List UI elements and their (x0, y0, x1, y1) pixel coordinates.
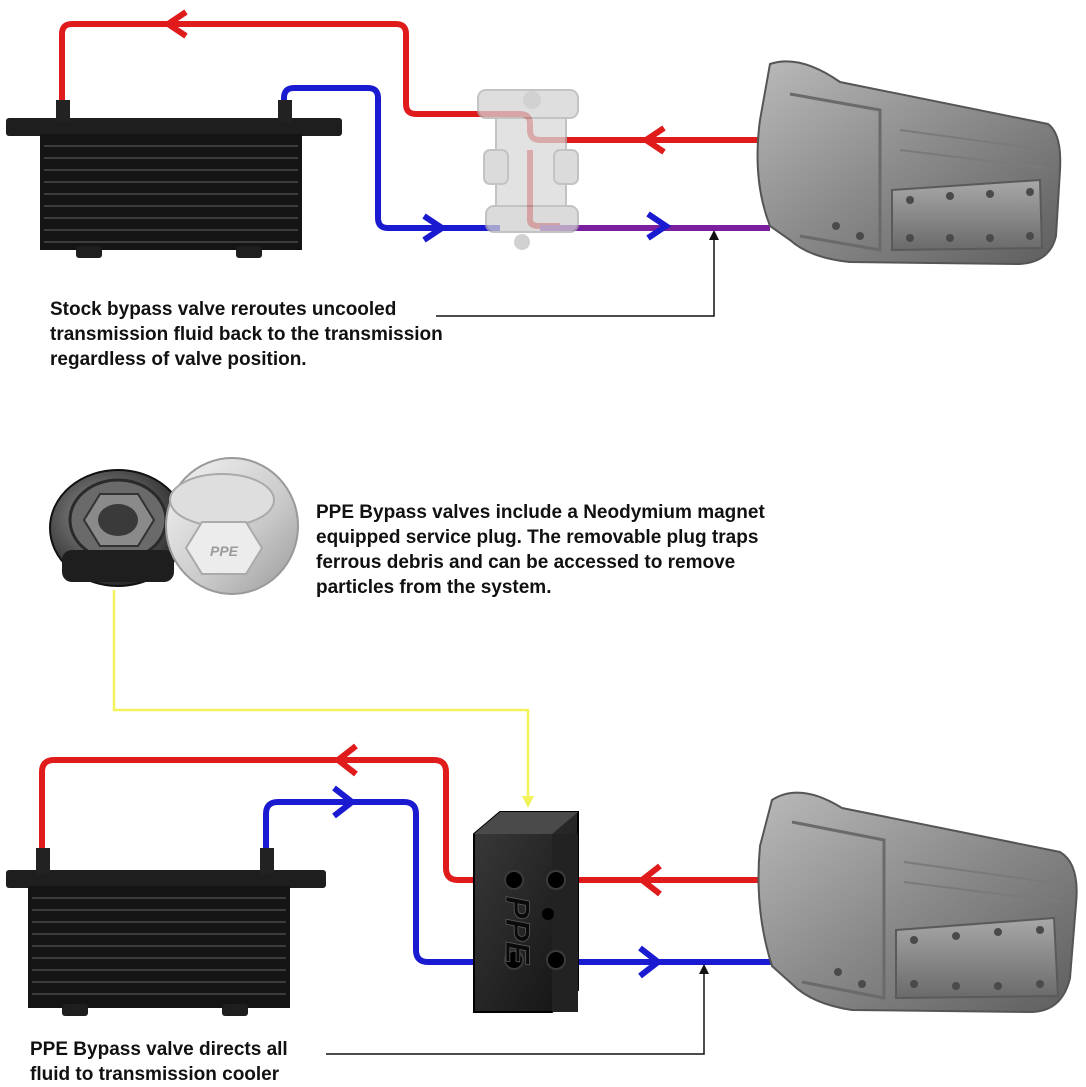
arrow-left-icon (640, 125, 666, 155)
caption-line: Stock bypass valve reroutes uncooled (50, 299, 397, 320)
caption-line: equipped service plug. The removable plu… (316, 527, 759, 548)
arrow-left-icon (162, 9, 188, 39)
stock-valve-caption: Stock bypass valve reroutes uncooled tra… (50, 297, 443, 372)
magnetic-plug-icon: PPE (49, 457, 299, 595)
magnet-callout-line (112, 590, 530, 800)
caption-line: particles from the system. (316, 577, 552, 598)
stock-leader-line (436, 234, 715, 317)
ppe-system: PPE (6, 743, 1078, 1055)
ppe-cool-line (263, 799, 790, 965)
caption-line: ferrous debris and can be accessed to re… (316, 552, 736, 573)
arrow-right-icon (332, 785, 357, 819)
ppe-leader-line (326, 968, 705, 1055)
arrow-left-icon (333, 743, 358, 777)
caption-line: regardless of valve position. (50, 349, 307, 370)
oil-cooler-icon (6, 848, 326, 1016)
ppe-hot-line (39, 757, 780, 883)
arrow-right-icon (422, 213, 448, 243)
arrow-right-icon (638, 945, 663, 979)
magnet-plug-caption: PPE Bypass valves include a Neodymium ma… (316, 500, 765, 600)
caption-line: PPE Bypass valves include a Neodymium ma… (316, 502, 765, 523)
caption-line: fluid to transmission cooler (30, 1064, 280, 1085)
caption-line: transmission fluid back to the transmiss… (50, 324, 443, 345)
ppe-logo-label: PPE (498, 896, 536, 965)
oil-cooler-icon (6, 100, 342, 258)
transmission-icon (757, 791, 1078, 1014)
leader-arrow-icon (699, 964, 709, 974)
stock-system (6, 9, 1062, 317)
ppe-valve-caption: PPE Bypass valve directs all fluid to tr… (30, 1037, 288, 1087)
callout-arrow-icon (522, 796, 534, 808)
arrow-left-icon (637, 863, 662, 897)
arrow-right-icon (646, 211, 672, 241)
transmission-icon (756, 60, 1062, 266)
ppe-bypass-valve-icon: PPE (473, 811, 579, 1013)
stock-cool-line (281, 85, 500, 231)
caption-line: PPE Bypass valve directs all (30, 1039, 288, 1060)
leader-arrow-icon (709, 230, 719, 240)
stock-bypass-valve-icon (477, 89, 579, 250)
plug-logo-label: PPE (210, 543, 239, 559)
